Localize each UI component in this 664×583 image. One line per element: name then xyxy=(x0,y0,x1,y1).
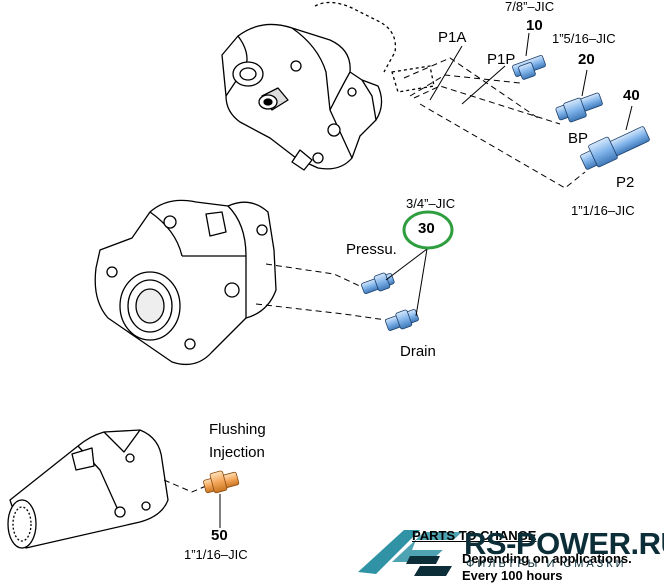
top-connection-lines xyxy=(403,57,586,189)
fitting-30-leaders xyxy=(385,248,428,317)
rs-power-logo-mark xyxy=(358,530,462,576)
item-50-label: 50 xyxy=(211,527,228,544)
jic-1-5-16-label: 1”5/16–JIC xyxy=(552,31,616,46)
fitting-50 xyxy=(203,470,240,494)
injection-label: Injection xyxy=(209,444,265,461)
fitting-40 xyxy=(580,126,650,170)
bottom-motor-drawing xyxy=(7,429,169,549)
watermark-brand: RS-POWER.RU xyxy=(464,526,664,561)
fitting-30-pressure xyxy=(361,272,395,295)
every-hours-note: Every 100 hours xyxy=(462,568,563,583)
middle-connection-lines xyxy=(255,263,387,321)
port-p1a-label: P1A xyxy=(438,29,467,46)
bottom-connection-line xyxy=(163,479,207,493)
item-30-highlight-circle xyxy=(402,210,454,250)
fitting-10 xyxy=(512,55,546,80)
top-pump-drawing xyxy=(221,1,435,171)
item-10-label: 10 xyxy=(526,17,543,34)
parts-to-change-heading: PARTS TO CHANGE xyxy=(412,528,537,543)
drain-label: Drain xyxy=(400,343,436,360)
item-20-label: 20 xyxy=(578,51,595,68)
jic-1-1-16-top-label: 1”1/16–JIC xyxy=(571,203,635,218)
fitting-20 xyxy=(555,92,603,123)
port-p1p-label: P1P xyxy=(487,51,516,68)
jic-3-4-label: 3/4”–JIC xyxy=(406,196,456,211)
item-30-label: 30 xyxy=(418,220,435,237)
fitting-leaders-top xyxy=(525,32,633,131)
port-p2-label: P2 xyxy=(616,174,635,191)
flushing-label: Flushing xyxy=(209,421,266,438)
watermark-tagline: ФИЛЬТРЫ И СМАЗКИ xyxy=(466,558,627,570)
jic-1-1-16-bottom-label: 1”1/16–JIC xyxy=(184,547,248,562)
pressure-label: Pressu. xyxy=(346,241,397,258)
item-40-label: 40 xyxy=(623,87,640,104)
port-bp-label: BP xyxy=(568,130,589,147)
middle-pump-drawing xyxy=(94,199,277,366)
fitting-30-drain xyxy=(385,309,419,331)
top-leader-lines xyxy=(429,45,506,105)
depending-note: Depending on applications. xyxy=(462,551,632,566)
jic-7-8-label: 7/8”–JIC xyxy=(505,0,555,14)
